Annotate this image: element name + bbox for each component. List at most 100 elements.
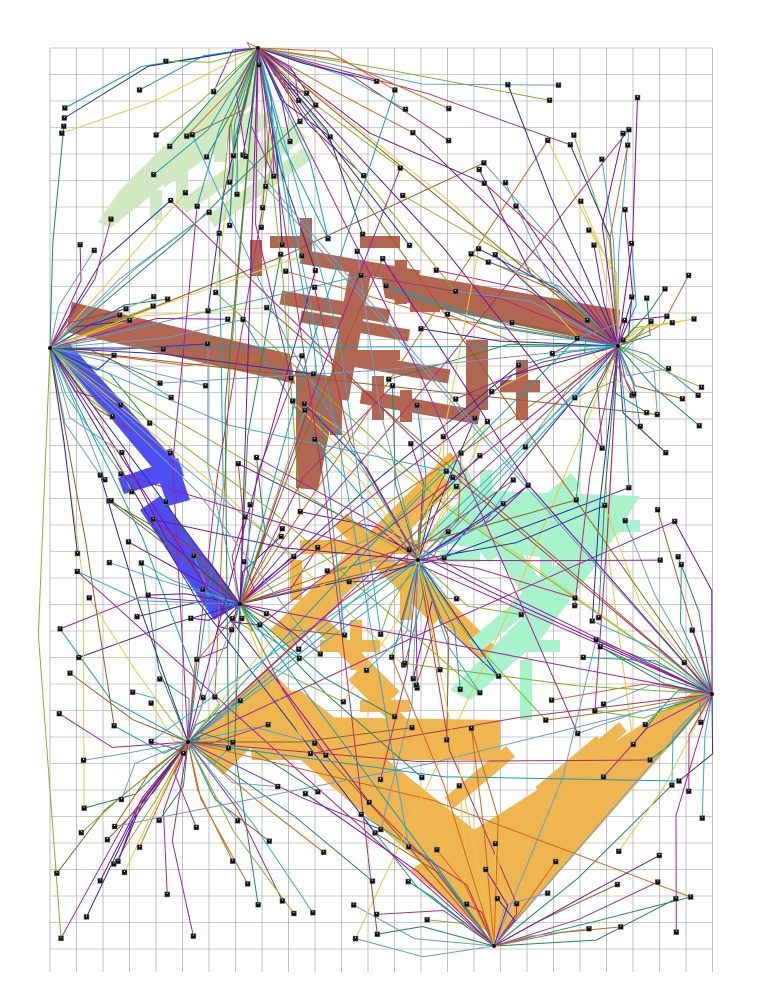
node-marker [57, 711, 62, 716]
node-mark [153, 305, 154, 306]
node-mark [580, 200, 581, 201]
node-mark [436, 269, 437, 270]
node-mark [672, 321, 673, 322]
node-marker [592, 243, 597, 248]
node-mark [488, 261, 489, 262]
node-mark [412, 131, 413, 132]
node-marker [545, 138, 550, 143]
node-mark [409, 244, 410, 245]
node-mark [290, 377, 291, 378]
hub-link [240, 604, 494, 946]
node-marker [446, 529, 451, 534]
node-mark [205, 384, 206, 385]
node-marker [673, 896, 678, 901]
node-mark [366, 669, 367, 670]
node-mark [479, 168, 480, 169]
node-marker [572, 603, 577, 608]
node-mark [618, 850, 619, 851]
node-marker [75, 569, 80, 574]
node-mark [119, 314, 120, 315]
hub-lower-left [186, 740, 190, 744]
node-mark [587, 319, 588, 320]
node-marker [298, 509, 303, 514]
node-marker [353, 936, 358, 941]
node-marker [600, 446, 605, 451]
node-mark [262, 206, 263, 207]
node-marker [514, 901, 519, 906]
node-marker [311, 372, 316, 377]
node-mark [678, 555, 679, 556]
node-marker [477, 690, 482, 695]
node-marker [98, 473, 103, 478]
node-mark [266, 612, 267, 613]
node-mark [446, 738, 447, 739]
node-mark [574, 396, 575, 397]
node-mark [479, 691, 480, 692]
node-marker [442, 556, 447, 561]
node-marker [79, 830, 84, 835]
node-marker [374, 79, 379, 84]
node-marker [151, 172, 156, 177]
node-marker [384, 283, 389, 288]
node-mark [376, 913, 377, 914]
node-marker [259, 225, 264, 230]
node-marker [229, 627, 234, 632]
node-marker [137, 88, 142, 93]
node-mark [545, 719, 546, 720]
node-mark [304, 402, 305, 403]
node-mark [59, 712, 60, 713]
node-mark [126, 307, 127, 308]
node-mark [80, 243, 81, 244]
node-marker [190, 132, 195, 137]
node-marker [408, 441, 413, 446]
node-marker [163, 499, 168, 504]
node-marker [697, 423, 702, 428]
node-marker [119, 797, 124, 802]
node-marker [450, 475, 455, 480]
node-mark [232, 617, 233, 618]
node-mark [574, 604, 575, 605]
node-mark [628, 128, 629, 129]
node-mark [688, 274, 689, 275]
node-mark [583, 656, 584, 657]
node-mark [159, 678, 160, 679]
node-mark [213, 90, 214, 91]
node-marker [264, 305, 269, 310]
node-mark [460, 688, 461, 689]
node-marker [242, 559, 247, 564]
node-mark [516, 205, 517, 206]
node-marker [486, 260, 491, 265]
node-mark [671, 784, 672, 785]
node-mark [310, 752, 311, 753]
node-marker [545, 891, 550, 896]
hub-right [616, 344, 620, 348]
node-mark [455, 290, 456, 291]
node-mark [245, 516, 246, 517]
node-marker [575, 731, 580, 736]
node-marker [124, 306, 129, 311]
node-mark [241, 617, 242, 618]
node-mark [228, 747, 229, 748]
node-marker [644, 296, 649, 301]
node-mark [89, 596, 90, 597]
node-marker [169, 395, 174, 400]
node-mark [206, 155, 207, 156]
node-mark [521, 613, 522, 614]
node-mark [701, 386, 702, 387]
node-marker [230, 740, 235, 745]
node-mark [448, 107, 449, 108]
node-marker [323, 753, 328, 758]
node-marker [571, 133, 576, 138]
node-marker [438, 667, 443, 672]
node-marker [556, 83, 561, 88]
node-marker [407, 243, 412, 248]
node-mark [153, 295, 154, 296]
node-mark [452, 476, 453, 477]
node-mark [409, 548, 410, 549]
node-marker [151, 294, 156, 299]
node-marker [243, 515, 248, 520]
node-marker [207, 210, 212, 215]
node-mark [215, 291, 216, 292]
edge [141, 563, 188, 742]
node-mark [298, 648, 299, 649]
